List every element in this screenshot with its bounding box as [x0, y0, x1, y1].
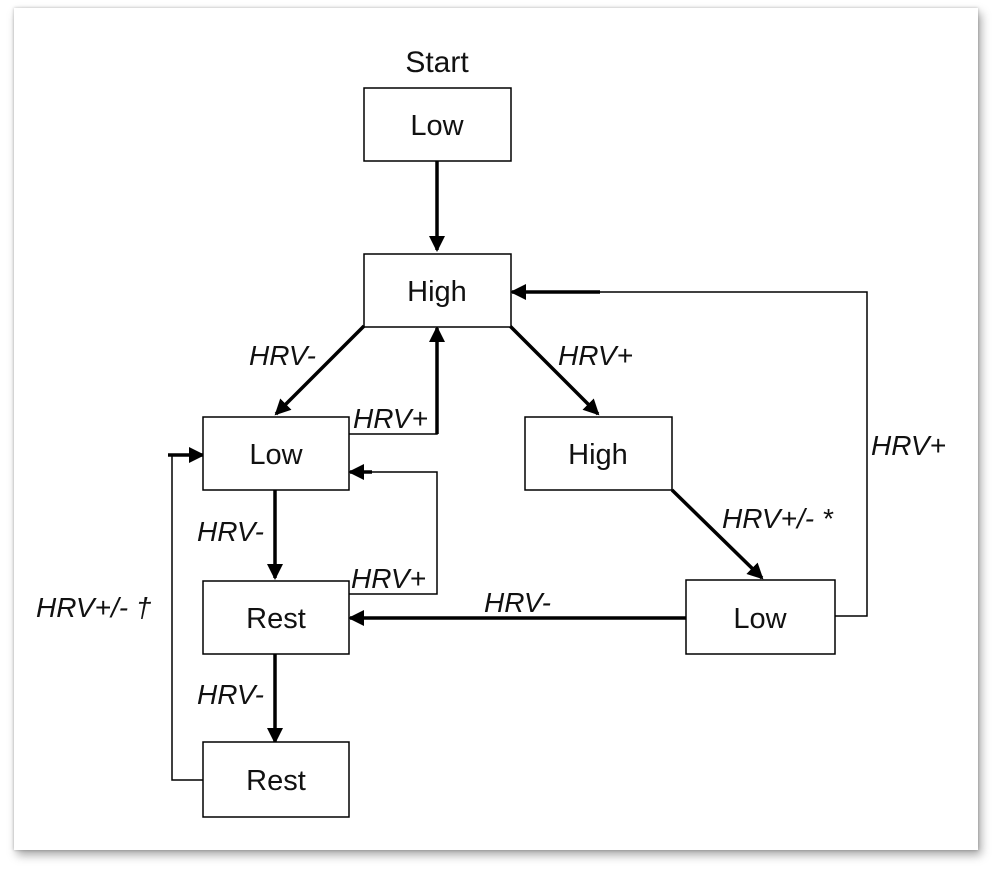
edge-label-n6-to-n5: HRV-	[484, 587, 551, 618]
edge-label-n7-to-n3: HRV+/- †	[36, 592, 152, 623]
node-n2-label: High	[407, 276, 467, 308]
node-n7: Rest	[202, 741, 350, 818]
node-n6: Low	[685, 579, 836, 655]
edge-label-n3-to-n5: HRV-	[197, 516, 264, 547]
edge-label-n5-to-n7: HRV-	[197, 679, 264, 710]
node-n4-label: High	[568, 439, 628, 471]
edge-n2-to-n3	[274, 324, 366, 416]
edge-n2-to-n4	[508, 324, 600, 416]
node-n1-label: Low	[410, 110, 464, 142]
start-label: Start	[405, 46, 469, 79]
node-n4: High	[524, 416, 673, 491]
edge-label-n5-to-n3: HRV+	[351, 563, 426, 594]
edge-n7-to-n3-line	[171, 454, 203, 781]
node-n3: Low	[202, 416, 350, 491]
edge-label-n6-to-n2: HRV+	[871, 430, 946, 461]
node-n7-label: Rest	[246, 765, 306, 797]
edge-label-n2-to-n3: HRV-	[249, 340, 316, 371]
node-n5: Rest	[202, 580, 350, 655]
node-n5-label: Rest	[246, 603, 306, 635]
edge-n4-to-n6	[670, 488, 764, 580]
edge-label-n3-to-n2: HRV+	[353, 403, 428, 434]
node-n6-label: Low	[733, 603, 787, 635]
edge-label-n4-to-n6: HRV+/- *	[722, 503, 834, 534]
edge-n6-to-n2-line	[540, 291, 868, 617]
edge-n5-to-n3-line	[349, 471, 438, 595]
edge-label-n2-to-n4: HRV+	[558, 340, 633, 371]
node-n1: Low	[363, 87, 512, 162]
node-n2: High	[363, 253, 512, 328]
edges	[168, 160, 868, 781]
node-n3-label: Low	[249, 439, 303, 471]
